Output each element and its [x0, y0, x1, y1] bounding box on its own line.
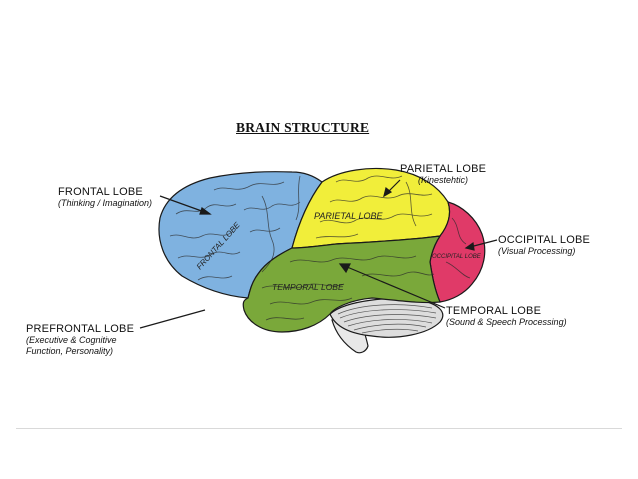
- occipital-lobe-desc: (Visual Processing): [498, 246, 576, 256]
- prefrontal-lobe-label: PREFRONTAL LOBE (Executive & Cognitive F…: [26, 323, 134, 356]
- parietal-arrowhead: [383, 186, 393, 198]
- frontal-lobe-name: FRONTAL LOBE: [58, 186, 143, 198]
- frontal-arrowhead: [199, 207, 212, 215]
- diagram-title: BRAIN STRUCTURE: [236, 120, 370, 135]
- parietal-lobe-desc: (Kinestehtic): [418, 175, 469, 185]
- parietal-lobe-inner-label: PARIETAL LOBE: [314, 211, 384, 221]
- occipital-lobe-label: OCCIPITAL LOBE (Visual Processing): [498, 234, 590, 257]
- occipital-lobe-inner-label: OCCIPITAL LOBE: [432, 254, 482, 260]
- temporal-leader: [339, 263, 446, 309]
- frontal-lobe-desc: (Thinking / Imagination): [58, 198, 153, 208]
- parietal-lobe-name: PARIETAL LOBE: [400, 163, 487, 175]
- temporal-lobe-name: TEMPORAL LOBE: [446, 305, 542, 317]
- occipital-arrowhead: [464, 241, 475, 251]
- temporal-arrowhead: [338, 263, 351, 274]
- prefrontal-lobe-desc: (Executive & Cognitive Function, Persona…: [26, 335, 117, 356]
- prefrontal-lobe-name: PREFRONTAL LOBE: [26, 323, 135, 335]
- temporal-lobe-inner-label: TEMPORAL LOBE: [272, 282, 344, 292]
- prefrontal-leader: [139, 309, 206, 329]
- temporal-lobe-desc: (Sound & Speech Processing): [446, 317, 567, 327]
- occipital-lobe-name: OCCIPITAL LOBE: [498, 234, 591, 246]
- cerebellum: [329, 297, 444, 354]
- frontal-lobe-label: FRONTAL LOBE (Thinking / Imagination): [58, 186, 152, 209]
- temporal-lobe-label: TEMPORAL LOBE (Sound & Speech Processing…: [446, 305, 567, 328]
- parietal-lobe-label: PARIETAL LOBE (Kinestehtic): [400, 163, 486, 186]
- temporal-lobe-region: [242, 235, 442, 333]
